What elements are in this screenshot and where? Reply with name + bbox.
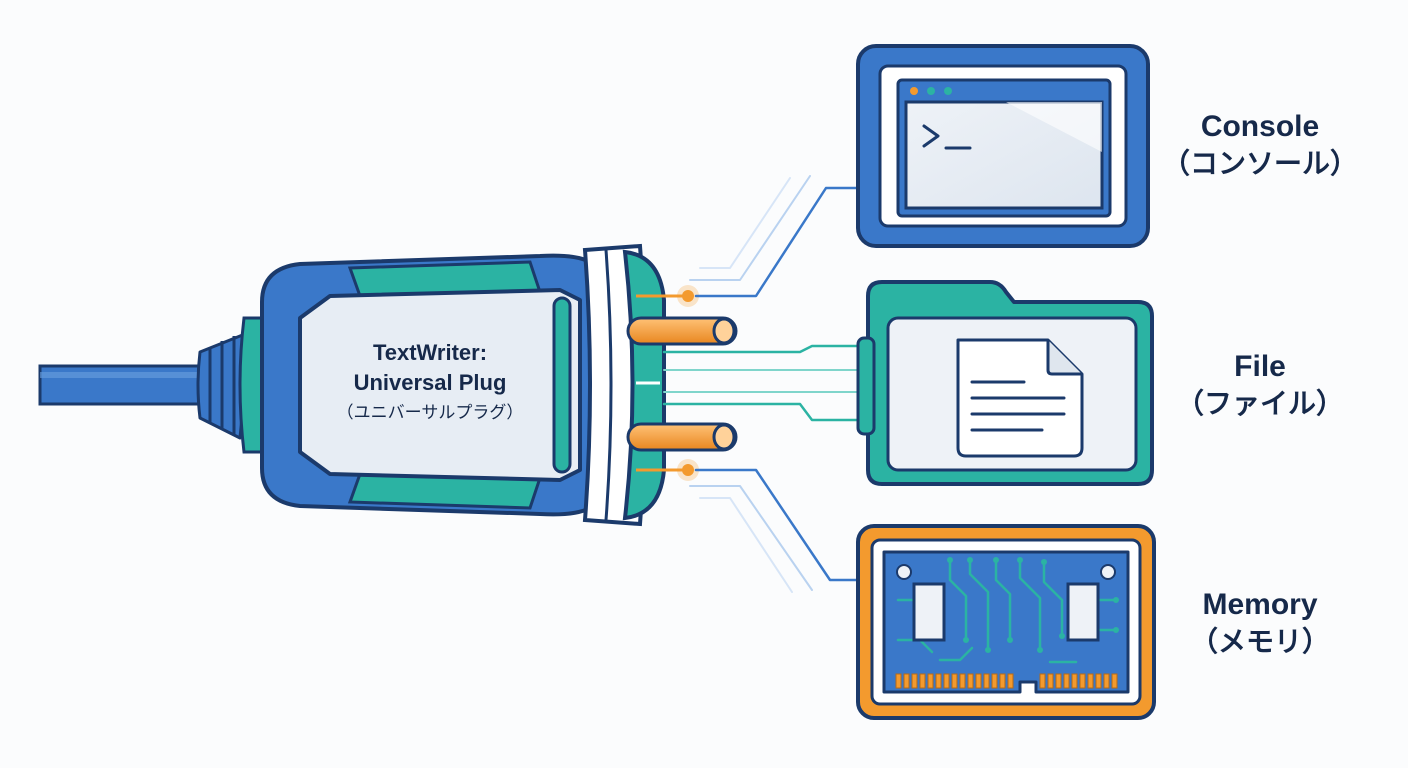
memory-contact	[927, 673, 934, 689]
connector-wires	[662, 175, 860, 593]
file-folder-icon	[956, 338, 1084, 458]
plug-body	[260, 243, 666, 527]
pin-upper	[626, 316, 738, 346]
plug-pins	[626, 285, 738, 481]
memory-contact	[1087, 673, 1094, 689]
memory-contact	[1079, 673, 1086, 689]
memory-contact	[975, 673, 982, 689]
cable	[38, 364, 222, 406]
memory-contact	[943, 673, 950, 689]
memory-contact	[1047, 673, 1054, 689]
plug-title-line2: Universal Plug	[353, 370, 507, 395]
memory-contact	[951, 673, 958, 689]
memory-target	[856, 524, 1156, 720]
plug-title-line1: TextWriter:	[372, 340, 488, 365]
memory-contact	[1103, 673, 1110, 689]
memory-contact	[903, 673, 910, 689]
wire-memory	[694, 468, 860, 582]
console-terminal-icon	[896, 78, 1112, 218]
memory-contact	[983, 673, 990, 689]
memory-contact	[1055, 673, 1062, 689]
pin-lower	[626, 422, 738, 452]
memory-contact	[919, 673, 926, 689]
console-label: Console （コンソール）	[1160, 108, 1360, 182]
memory-contact	[935, 673, 942, 689]
memory-contact	[967, 673, 974, 689]
plug-strain-relief	[196, 316, 272, 454]
memory-contact	[991, 673, 998, 689]
memory-contact	[999, 673, 1006, 689]
file-name: File	[1234, 350, 1286, 383]
console-target	[856, 44, 1150, 248]
file-target	[856, 280, 1154, 486]
memory-name-jp: （メモリ）	[1189, 626, 1330, 657]
memory-contact	[959, 673, 966, 689]
file-name-jp: （ファイル）	[1175, 388, 1344, 419]
wire-file	[662, 344, 860, 354]
console-name-jp: （コンソール）	[1161, 148, 1358, 179]
memory-contact	[1007, 673, 1014, 689]
plug-label: TextWriter: Universal Plug （ユニバーサルプラグ）	[270, 338, 590, 428]
memory-name: Memory	[1202, 588, 1318, 621]
memory-contact	[1071, 673, 1078, 689]
memory-contact	[1039, 673, 1046, 689]
file-label: File （ファイル）	[1160, 348, 1360, 422]
memory-contact	[1111, 673, 1118, 689]
memory-contact	[1095, 673, 1102, 689]
memory-contact	[895, 673, 902, 689]
memory-label: Memory （メモリ）	[1160, 586, 1360, 660]
console-name: Console	[1200, 110, 1320, 143]
memory-chip-icon	[882, 550, 1130, 694]
wire-console	[694, 186, 860, 298]
plug-subtitle: （ユニバーサルプラグ）	[336, 403, 524, 422]
memory-contact	[1063, 673, 1070, 689]
memory-contact	[911, 673, 918, 689]
